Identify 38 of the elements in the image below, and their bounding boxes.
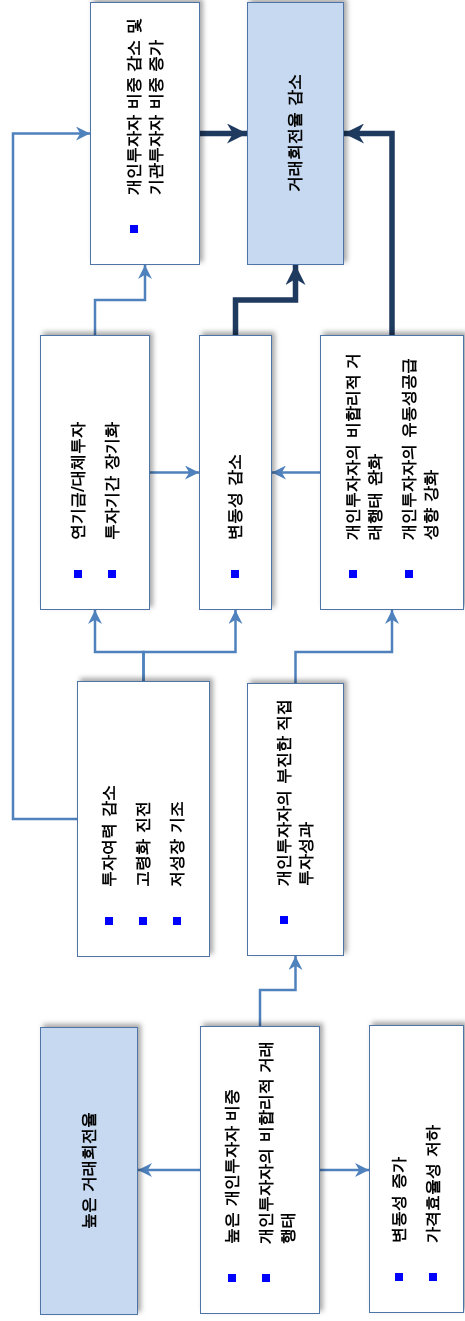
result-box [40, 1027, 138, 1315]
arrow [11, 126, 90, 821]
process-box [77, 681, 210, 957]
arrow [138, 1163, 200, 1177]
item-text: 고령화 진전 [132, 801, 153, 887]
item-text: 높은 거래회전율 [77, 1111, 99, 1230]
arrow [232, 265, 306, 335]
item-text: 저성장 기조 [166, 801, 187, 887]
process-box [90, 2, 200, 265]
arrow [150, 465, 199, 480]
arrow [258, 956, 303, 1026]
item-text: 개인투자자의 비합리적 거래행태 [254, 1039, 298, 1244]
process-box [369, 1025, 464, 1313]
arrow [272, 465, 320, 480]
process-box [199, 335, 272, 610]
item-text: 개인투자자의 비합리적 거래행태 완화 [341, 351, 385, 540]
process-box [247, 683, 344, 956]
arrow [93, 265, 152, 335]
item-text: 개인투자자의 부진한 직접투자성과 [273, 697, 316, 886]
arrow [294, 610, 399, 683]
item-text: 거래회전율 감소 [284, 74, 305, 192]
item-text: 연기금/대체투자 [66, 422, 88, 540]
arrow [344, 123, 395, 335]
item-text: 변동성 감소 [224, 454, 245, 540]
result-box [247, 2, 344, 265]
item-text: 개인투자자 비중 감소 및 기관투자자 비중 증가 [122, 17, 166, 195]
item-text: 투자기간 장기화 [100, 422, 122, 540]
item-text: 높은 개인투자자 비중 [220, 1088, 242, 1244]
item-text: 투자여력 감소 [98, 785, 119, 887]
arrow [320, 1163, 369, 1177]
item-text: 변동성 증가 [388, 1157, 409, 1243]
process-box [40, 335, 150, 610]
arrow [200, 123, 247, 144]
item-text: 개인투자자의 유동성공급성향 강화 [397, 357, 441, 540]
process-box [320, 335, 464, 610]
item-text: 가격효율성 저하 [422, 1125, 443, 1243]
process-box [200, 1026, 320, 1314]
arrow [142, 610, 243, 681]
